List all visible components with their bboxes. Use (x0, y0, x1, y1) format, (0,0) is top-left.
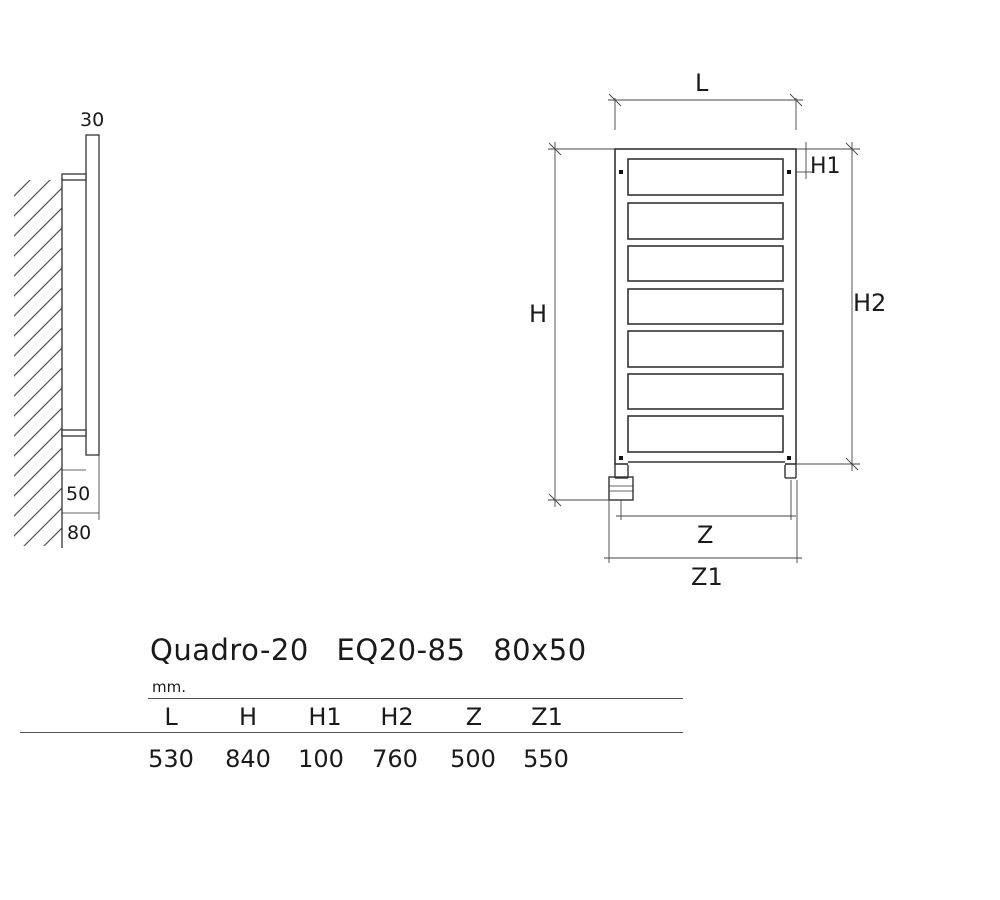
front-view (608, 148, 797, 501)
header-rule-bottom (20, 732, 683, 733)
dim-label-L: L (695, 69, 709, 97)
radiator-bar (627, 415, 784, 453)
front-dimensions (548, 93, 860, 563)
radiator-bar (627, 330, 784, 368)
side-view (14, 134, 100, 548)
mounting-bracket-top (61, 173, 87, 181)
dim-label-H: H (529, 300, 547, 328)
wall-hatch (14, 180, 62, 546)
spec-value-cell: 100 (298, 745, 344, 773)
radiator-bar (627, 373, 784, 410)
radiator-bar (627, 158, 784, 196)
spec-header-cell: Z (465, 703, 483, 731)
side-wall-distance-label: 80 (67, 522, 91, 544)
product-title: Quadro-20 EQ20-85 80x50 (150, 633, 605, 667)
spec-header-row: L H H1 H2 Z Z1 (0, 703, 700, 733)
heating-element (608, 476, 634, 501)
dim-label-Z1: Z1 (691, 563, 723, 591)
dim-label-H2: H2 (853, 289, 886, 317)
radiator-bar (627, 288, 784, 325)
spec-header-cell: H (238, 703, 258, 731)
spec-header-cell: Z1 (531, 703, 563, 731)
spec-value-cell: 500 (450, 745, 496, 773)
unit-label: mm. (152, 678, 186, 696)
radiator-side-profile (85, 134, 100, 456)
profile-size: 80x50 (493, 633, 587, 667)
mounting-bracket-bottom (61, 429, 87, 437)
dim-label-Z: Z (697, 521, 713, 549)
model-code: EQ20-85 (336, 633, 466, 667)
side-projection-label: 50 (66, 483, 90, 505)
spec-header-cell: H1 (308, 703, 342, 731)
radiator-bar (627, 202, 784, 240)
spec-value-row: 530 840 100 760 500 550 (0, 745, 700, 775)
model-name: Quadro-20 (150, 633, 309, 667)
spec-value-cell: 840 (225, 745, 271, 773)
spec-header-cell: L (164, 703, 178, 731)
spec-value-cell: 760 (372, 745, 418, 773)
spec-value-cell: 530 (148, 745, 194, 773)
side-depth-label: 30 (80, 109, 104, 131)
mounting-points (619, 170, 791, 460)
dim-label-H1: H1 (810, 154, 841, 179)
spec-value-cell: 550 (523, 745, 569, 773)
header-rule-top (148, 698, 683, 699)
radiator-bar (627, 245, 784, 282)
spec-header-cell: H2 (380, 703, 414, 731)
